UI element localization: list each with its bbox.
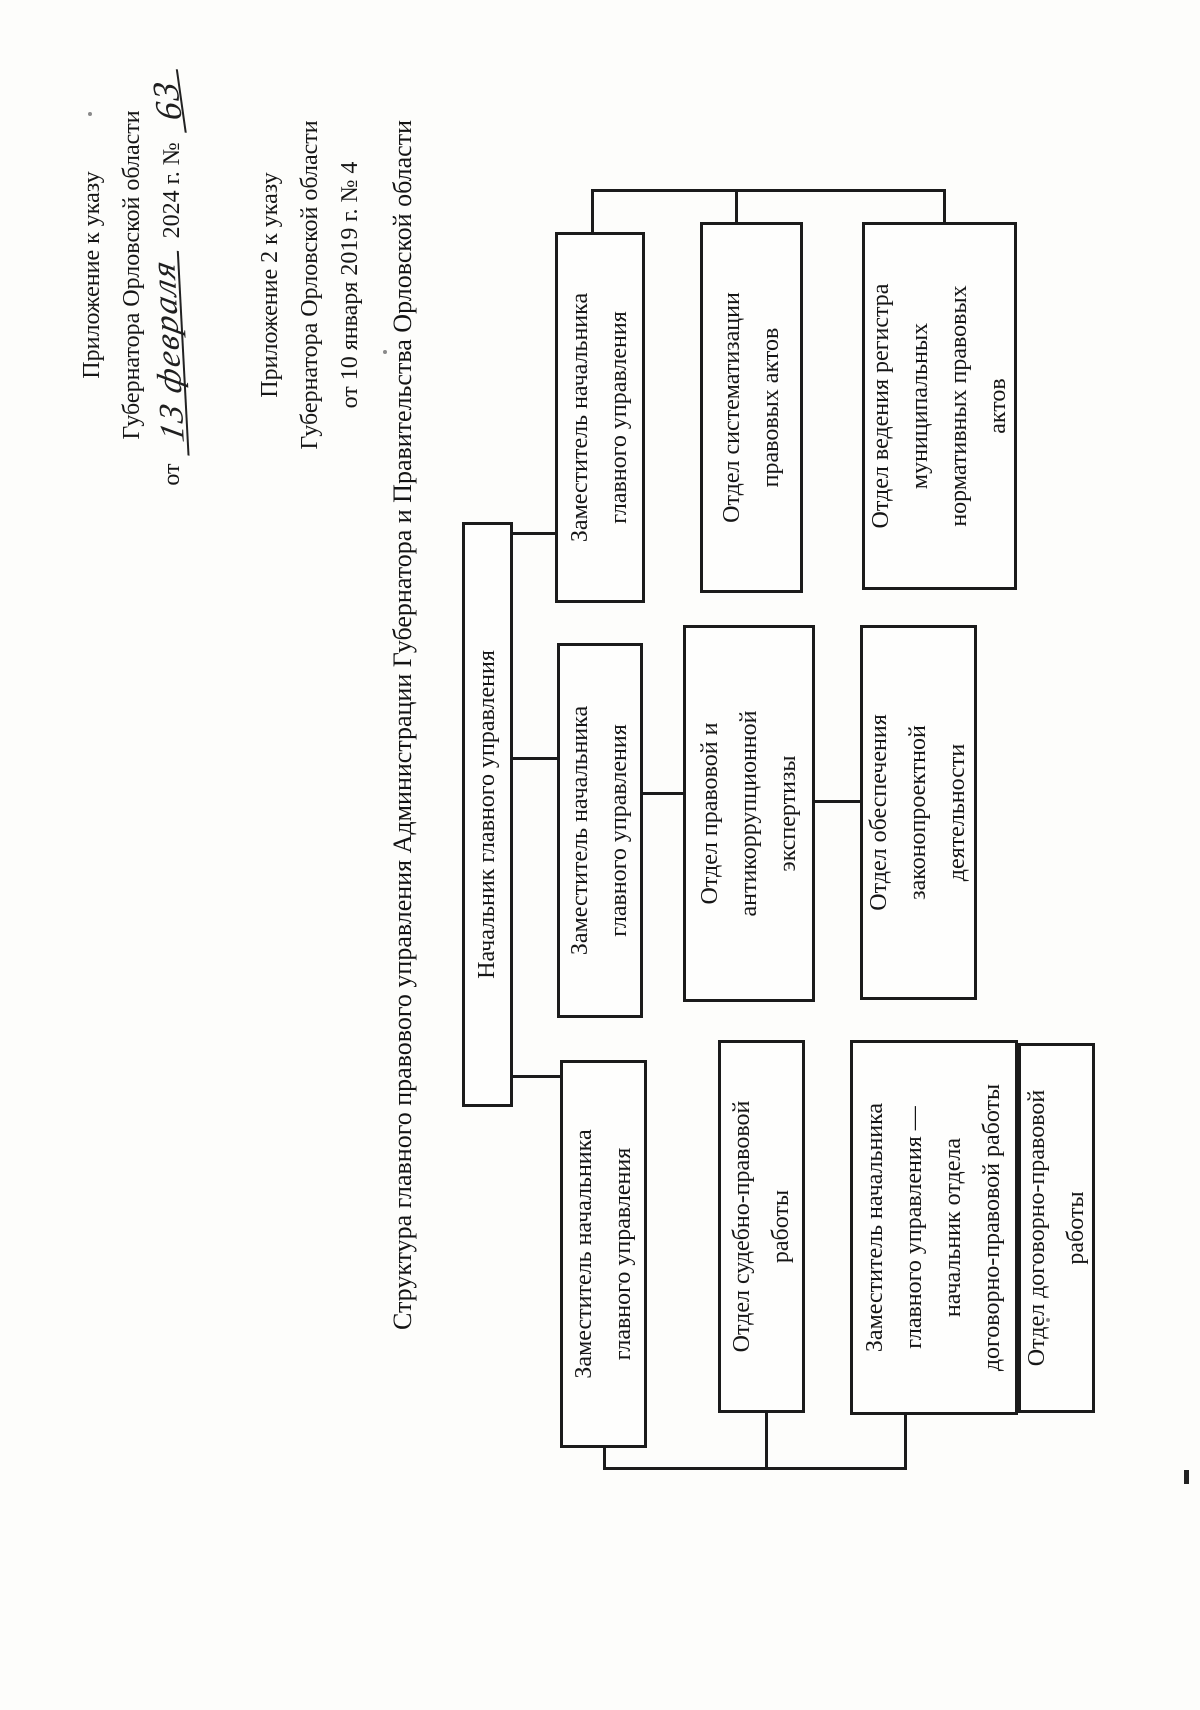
org-node-dept-expertise: Отдел правовой и антикоррупционной экспе… (683, 625, 815, 1002)
connector-deputy-center-to-expertise (643, 792, 683, 795)
connector-left-bracket (603, 1467, 907, 1470)
handwritten-date: 13 февраля (145, 245, 192, 457)
stamp-annex-2024-line3: от 13 февраля 2024 г. № 63 (144, 55, 192, 495)
connector-deputy-left-stub (603, 1448, 606, 1470)
stamp-annex-2024-date-prefix: от (159, 463, 185, 486)
connector-dept-judicial-stub (765, 1413, 768, 1470)
scan-speck (383, 350, 387, 354)
scan-speck (1046, 1318, 1050, 1322)
connector-dept-registry-stub (943, 192, 946, 222)
org-node-dept-systematization: Отдел систематизации правовых актов (700, 222, 803, 593)
stamp-annex-2019-line2: Губернатора Орловской области (297, 120, 323, 450)
connector-dept-systematization-stub (735, 192, 738, 222)
connector-head-to-deputy-left (513, 1075, 560, 1078)
handwritten-number: 63 (144, 67, 190, 134)
org-node-head: Начальник главного управления (462, 522, 513, 1107)
connector-head-to-deputy-right (513, 532, 555, 535)
connector-deputy-right-stub (591, 192, 594, 232)
stamp-annex-2019: Приложение 2 к указу Губернатора Орловск… (250, 75, 370, 495)
connector-head-to-deputy-center (513, 757, 557, 760)
scan-artifact (1184, 1470, 1189, 1484)
org-node-deputy-right: Заместитель начальника главного управлен… (555, 232, 645, 603)
stamp-annex-2019-line3: от 10 января 2019 г. № 4 (337, 161, 363, 409)
org-node-deputy-contract-head: Заместитель начальника главного управлен… (850, 1040, 1018, 1415)
org-node-dept-registry: Отдел ведения регистра муниципальных нор… (862, 222, 1017, 590)
stamp-annex-2024: Приложение к указу Губернатора Орловской… (72, 55, 192, 495)
connector-right-bracket (591, 189, 946, 192)
connector-deputy-contract-stub (904, 1415, 907, 1470)
org-node-dept-contract: Отдел договорно-правовой работы (1018, 1043, 1095, 1413)
stamp-annex-2024-line1: Приложение к указу (79, 171, 105, 379)
scan-speck (88, 112, 92, 116)
org-node-dept-lawmaking: Отдел обеспечения законопроектной деятел… (860, 625, 977, 1000)
stamp-annex-2024-year: 2024 г. № (159, 142, 185, 239)
org-node-deputy-left: Заместитель начальника главного управлен… (560, 1060, 647, 1448)
page-title: Структура главного правового управления … (388, 120, 417, 1331)
org-node-dept-judicial: Отдел судебно-правовой работы (718, 1040, 805, 1413)
connector-expertise-to-lawmaking (815, 800, 860, 803)
stamp-annex-2019-line1: Приложение 2 к указу (257, 172, 283, 398)
org-node-deputy-center: Заместитель начальника главного управлен… (557, 643, 643, 1018)
